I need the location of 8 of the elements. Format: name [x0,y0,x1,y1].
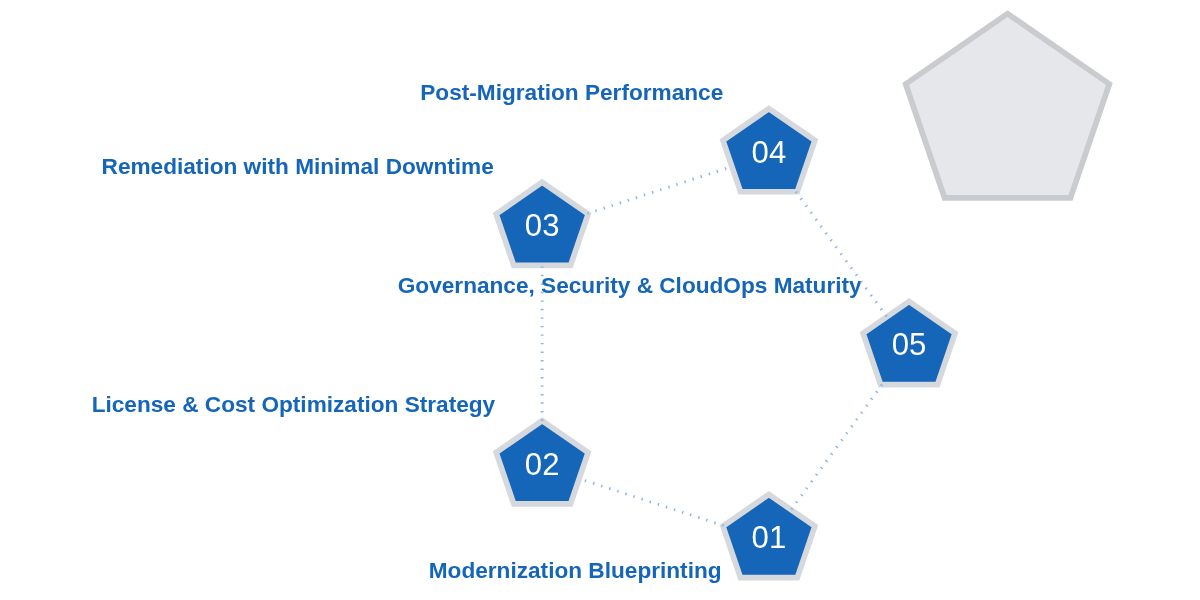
node-label: Post-Migration Performance [419,79,723,105]
connector [794,190,888,318]
node-label: Remediation with Minimal Downtime [101,153,494,179]
node-label: License & Cost Optimization Strategy [91,391,495,417]
node-pentagon [901,10,1113,201]
node-label: Modernization Blueprinting [428,557,722,583]
connector [789,383,883,511]
node-label: Governance, Security & CloudOps Maturity [397,272,862,298]
